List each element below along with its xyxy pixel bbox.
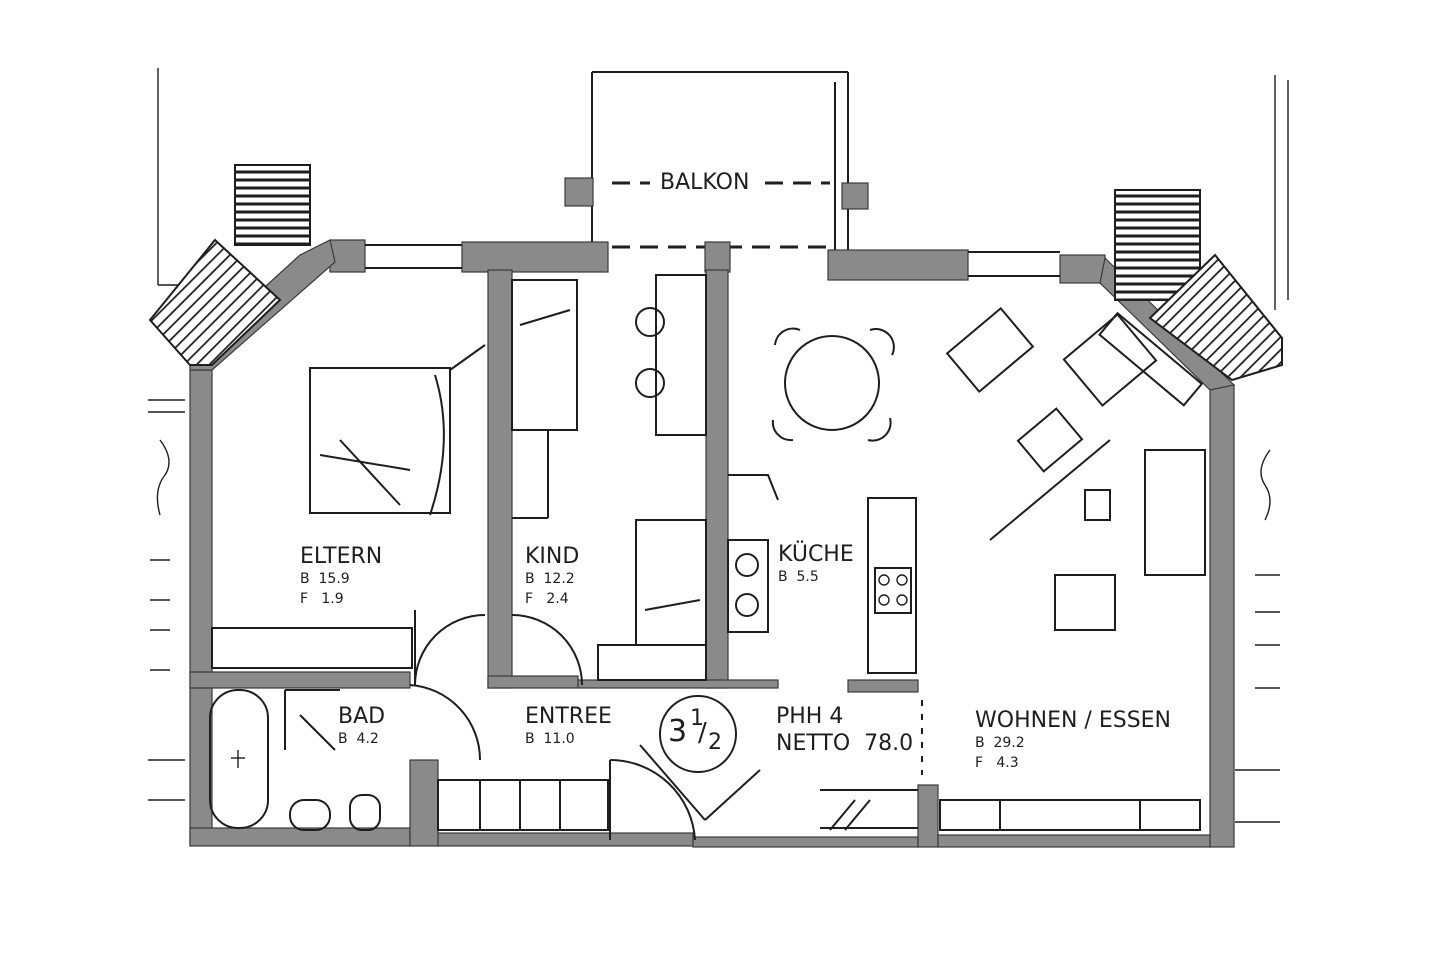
room-bad-b: B 4.2 <box>338 731 379 747</box>
unit-code: PHH 4 <box>776 704 844 729</box>
room-eltern: ELTERN B 15.9 F 1.9 <box>300 544 382 607</box>
unit-info: PHH 4 NETTO 78.0 <box>776 704 913 756</box>
room-kind: KIND B 12.2 F 2.4 <box>525 544 579 607</box>
unit-netto: NETTO 78.0 <box>776 731 914 756</box>
kind-furniture <box>511 274 707 681</box>
room-count-numerator: 1 <box>690 706 704 731</box>
bay-windows <box>148 164 1283 382</box>
room-kueche-b: B 5.5 <box>778 569 819 585</box>
room-kind-b: B 12.2 <box>525 571 575 587</box>
room-wohnen-name: WOHNEN / ESSEN <box>975 708 1172 733</box>
room-wohnen-f: F 4.3 <box>975 755 1019 771</box>
eltern-furniture <box>211 344 486 669</box>
room-count: 3 1 / 2 <box>664 700 734 770</box>
room-kind-name: KIND <box>525 544 580 569</box>
room-eltern-b: B 15.9 <box>300 571 350 587</box>
neighbour-context-lines <box>148 68 1289 823</box>
balcony-label: BALKON <box>656 170 754 195</box>
room-bad: BAD B 4.2 <box>338 704 385 747</box>
wohnen-furniture <box>945 306 1206 631</box>
room-count-whole: 3 <box>668 714 688 749</box>
entry-arrow <box>639 744 761 821</box>
kueche-furniture <box>727 327 917 674</box>
room-count-slash: / <box>698 718 707 748</box>
room-wohnen: WOHNEN / ESSEN B 29.2 F 4.3 <box>975 708 1171 771</box>
room-entree-b: B 11.0 <box>525 731 575 747</box>
room-kueche: KÜCHE B 5.5 <box>778 542 854 585</box>
balcony <box>564 71 869 250</box>
room-bad-name: BAD <box>338 704 386 729</box>
room-wohnen-b: B 29.2 <box>975 735 1025 751</box>
room-kind-f: F 2.4 <box>525 591 569 607</box>
room-entree-name: ENTREE <box>525 704 612 729</box>
room-entree: ENTREE B 11.0 <box>525 704 612 747</box>
room-eltern-name: ELTERN <box>300 544 383 569</box>
room-eltern-f: F 1.9 <box>300 591 344 607</box>
room-kueche-name: KÜCHE <box>778 542 854 567</box>
doors <box>409 610 923 841</box>
room-count-badge <box>659 695 737 773</box>
entree-fixtures <box>437 779 1201 831</box>
room-count-denominator: 2 <box>708 730 722 755</box>
bad-fixtures <box>209 689 381 831</box>
